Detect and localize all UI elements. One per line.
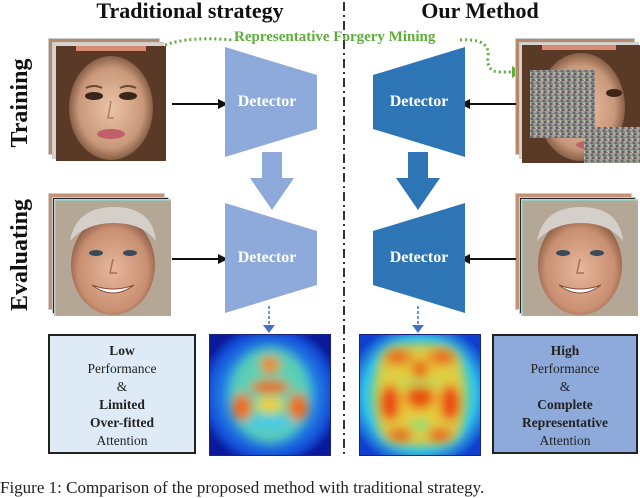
result-box-traditional: Low Performance & Limited Over-fitted At… <box>48 334 196 454</box>
evaluating-row-label: Evaluating <box>7 198 33 312</box>
noise-patch <box>584 127 640 163</box>
forgery-mining-label: Representative Forgery Mining <box>234 29 436 45</box>
detector-ours-training: Detector <box>373 47 465 157</box>
evaluating-face-stack-left <box>48 193 173 318</box>
detector-traditional-training: Detector <box>225 47 317 157</box>
arrow-right-icon <box>172 99 228 109</box>
down-arrow-icon <box>396 152 440 210</box>
male-face-image <box>56 201 171 316</box>
female-face-image <box>56 46 166 161</box>
heatmap-traditional <box>209 334 331 456</box>
masked-female-face-image <box>522 45 640 163</box>
evaluating-face-stack-right <box>515 193 640 318</box>
our-method-title: Our Method <box>421 0 539 23</box>
training-face-stack-right <box>515 38 640 163</box>
male-face-image <box>523 201 638 316</box>
figure-caption: Figure 1: Comparison of the proposed met… <box>0 478 485 497</box>
training-face-stack-left <box>48 38 168 163</box>
detector-ours-evaluating: Detector <box>373 203 465 313</box>
arrow-right-icon <box>172 254 228 264</box>
dashed-arrow-down-icon <box>263 306 275 333</box>
arrow-left-icon <box>460 254 516 264</box>
down-arrow-icon <box>250 152 294 210</box>
result-box-ours: High Performance & Complete Representati… <box>492 334 638 454</box>
noise-patch <box>530 70 595 138</box>
traditional-strategy-title: Traditional strategy <box>96 0 284 23</box>
arrow-left-icon <box>460 99 516 109</box>
dashed-arrow-down-icon <box>412 306 424 333</box>
heatmap-ours <box>359 334 481 456</box>
detector-traditional-evaluating: Detector <box>225 203 317 313</box>
